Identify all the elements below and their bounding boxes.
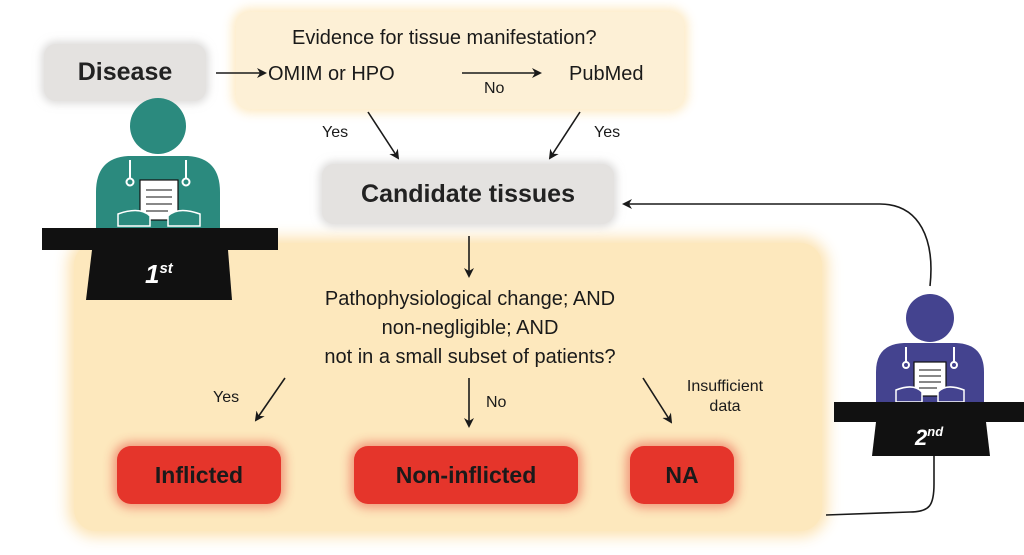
first-desk-top — [42, 228, 278, 250]
second-annotator-head — [906, 294, 954, 342]
second-label-number: 2 — [914, 425, 928, 450]
disease-label: Disease — [77, 58, 173, 86]
pubmed-label: PubMed — [569, 63, 644, 85]
arrow-second-to-candidate — [622, 199, 932, 287]
first-desk-front — [86, 250, 232, 300]
first-label-number: 1 — [145, 259, 159, 289]
criteria-line-3: not in a small subset of patients? — [324, 346, 616, 368]
criteria-text: Pathophysiological change; AND non-negli… — [270, 285, 670, 372]
second-desk-top — [834, 402, 1024, 422]
arrow-to-inflicted — [254, 377, 286, 422]
first-annotator-stethoscope — [129, 160, 187, 178]
first-label-suffix: st — [159, 260, 173, 277]
arrow-pubmed-to-candidate — [548, 111, 581, 160]
no-label-top: No — [484, 80, 505, 97]
disease-box: Disease — [44, 44, 206, 101]
insufficient-data-label: Insufficient data — [670, 377, 780, 417]
insufficient-line-1: Insufficient — [686, 378, 764, 395]
yes-label-bottom: Yes — [213, 389, 240, 406]
second-label: 2nd — [914, 424, 944, 450]
non-inflicted-label: Non-inflicted — [395, 461, 537, 488]
first-label: 1st — [145, 259, 174, 289]
inflicted-box: Inflicted — [117, 446, 281, 504]
candidate-tissues-label: Candidate tissues — [361, 179, 575, 208]
first-desk — [42, 228, 278, 300]
second-annotator-stethoscope-right — [950, 361, 958, 369]
second-annotator-figure — [876, 294, 984, 404]
second-desk — [834, 402, 1024, 456]
first-annotator-stethoscope-left — [125, 177, 135, 187]
non-inflicted-box: Non-inflicted — [354, 446, 578, 504]
na-box: NA — [630, 446, 734, 504]
second-annotator-stethoscope-left — [902, 361, 910, 369]
omim-hpo-label: OMIM or HPO — [268, 63, 395, 85]
arrow-to-na — [642, 377, 673, 424]
first-annotator-head — [130, 98, 186, 154]
insufficient-line-2: data — [709, 398, 741, 415]
yes-label-left: Yes — [322, 124, 349, 141]
yes-label-right: Yes — [594, 124, 621, 141]
criteria-line-2: non-negligible; AND — [381, 317, 559, 339]
second-desk-front — [872, 422, 990, 456]
evidence-question: Evidence for tissue manifestation? — [292, 27, 597, 49]
candidate-tissues-box: Candidate tissues — [322, 164, 614, 224]
inflicted-label: Inflicted — [154, 461, 244, 488]
na-label: NA — [665, 461, 699, 488]
second-annotator-hands — [895, 386, 965, 403]
line-outcomes-to-second — [825, 455, 935, 516]
second-annotator-document-lines — [919, 369, 941, 389]
first-annotator-hands — [117, 209, 201, 227]
first-annotator-stethoscope-right — [181, 177, 191, 187]
evidence-panel — [236, 12, 684, 109]
first-annotator-document-lines — [146, 189, 172, 212]
criteria-line-1: Pathophysiological change; AND — [324, 288, 616, 310]
first-annotator-figure — [96, 98, 220, 230]
no-label-bottom: No — [486, 394, 507, 411]
arrow-omim-to-candidate — [367, 111, 400, 160]
second-annotator-stethoscope — [905, 347, 955, 362]
second-label-suffix: nd — [927, 424, 944, 439]
